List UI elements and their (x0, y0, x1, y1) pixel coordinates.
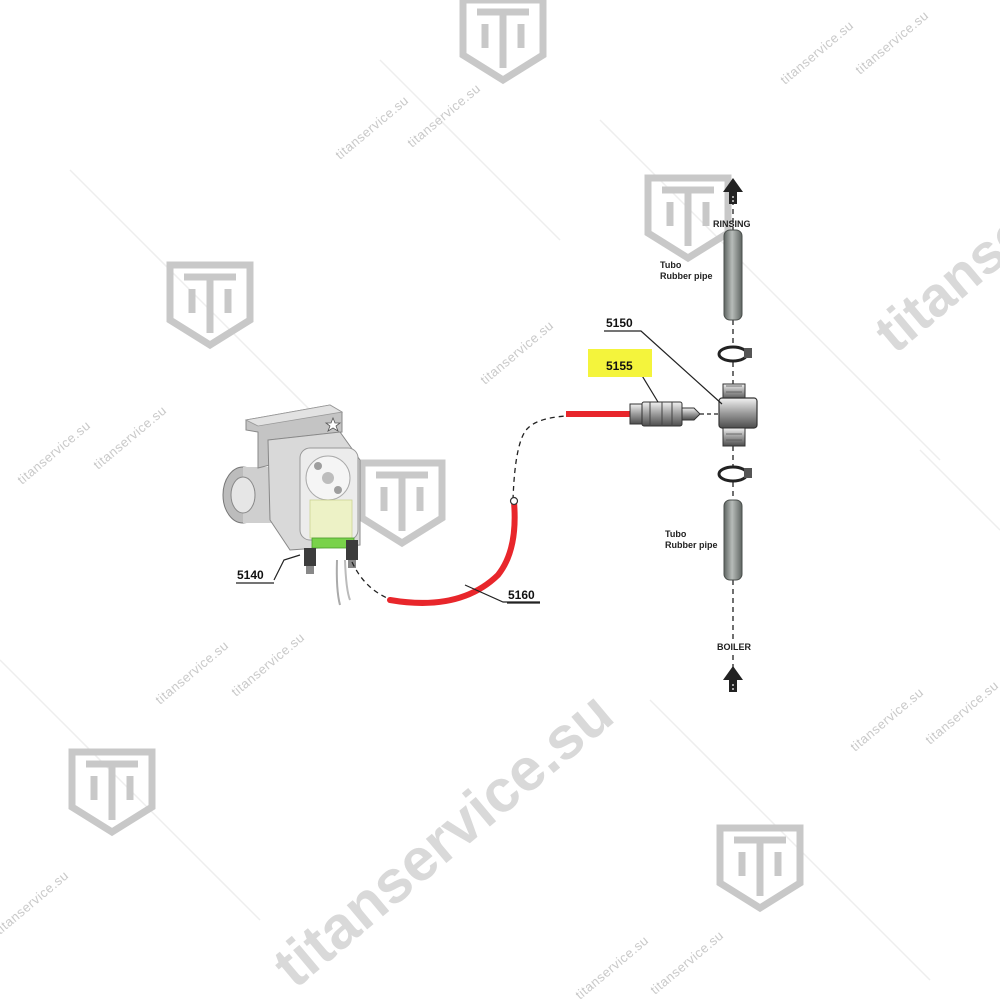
arrow-up-icon (723, 666, 743, 692)
label-rubber-pipe-top: Rubber pipe (660, 271, 713, 281)
watermark-text: titanservice.su (228, 630, 307, 700)
part-number-5140: 5140 (237, 568, 264, 582)
watermark-text: titanservice.su (572, 933, 651, 1000)
watermark-text: titanservice.su (847, 685, 926, 755)
watermark-text: titanservice.su (477, 318, 556, 388)
tee-fitting (718, 383, 758, 447)
part-number-5150: 5150 (606, 316, 633, 330)
watermark-text: titanservice.su (14, 418, 93, 488)
watermark-text: titanservice.su (152, 638, 231, 708)
watermark-text: titanservice.su (852, 8, 931, 78)
injector-valve (629, 401, 701, 427)
watermark-grid (0, 59, 1000, 981)
watermark-text: titanservice.su (404, 81, 483, 151)
label-boiler: BOILER (717, 642, 752, 652)
hose-clamp-top (717, 345, 752, 363)
watermark-text: titanservice.su (90, 403, 169, 473)
label-tubo-bottom: Tubo (665, 529, 687, 539)
arrow-up-icon (723, 178, 743, 204)
watermark-text-large: titanservice.su (260, 679, 625, 1000)
watermark-text: titanservice.su (777, 18, 856, 88)
rubber-pipe-bottom (723, 499, 743, 581)
watermark-text: titanservice.su (922, 678, 1000, 748)
watermark-texts: titanservice.su titanservice.su titanser… (0, 8, 1000, 1000)
dashed-lines (351, 200, 734, 672)
part-number-5160: 5160 (508, 588, 535, 602)
label-tubo-top: Tubo (660, 260, 682, 270)
label-rubber-pipe-bottom: Rubber pipe (665, 540, 718, 550)
peristaltic-pump (222, 404, 361, 606)
watermark-text: titanservice.su (647, 928, 726, 998)
watermark-text: titanservice.su (332, 93, 411, 163)
highlight-5155 (588, 349, 652, 377)
hose-end-marker (509, 496, 519, 506)
rubber-pipe-top (723, 229, 743, 321)
hose-clamp-bottom (717, 465, 752, 483)
part-number-5155: 5155 (606, 359, 633, 373)
watermark-logo-icon (72, 0, 800, 908)
label-rinsing: RINSING (713, 219, 751, 229)
dosing-hose (387, 499, 518, 606)
watermark-text: titanservice.su (0, 868, 71, 938)
watermark-text-large: titanservice.su (862, 64, 1000, 364)
